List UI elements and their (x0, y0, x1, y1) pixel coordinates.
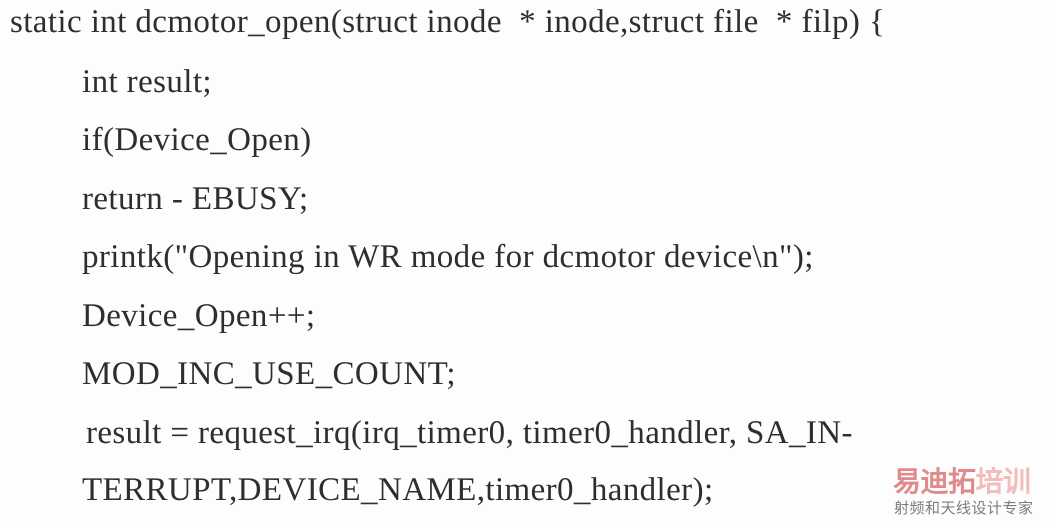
code-line: static int dcmotor_open(struct inode * i… (10, 4, 886, 40)
code-line: TERRUPT,DEVICE_NAME,timer0_handler); (82, 472, 714, 508)
watermark-brand-secondary: 培训 (975, 465, 1032, 498)
code-line: Device_Open++; (82, 298, 316, 334)
watermark-brand-primary: 易迪拓 (893, 465, 976, 498)
code-line: int result; (82, 64, 212, 100)
code-line: result = request_irq(irq_timer0, timer0_… (86, 415, 853, 451)
watermark-tagline: 射频和天线设计专家 (894, 499, 1034, 517)
code-line: printk("Opening in WR mode for dcmotor d… (82, 239, 814, 275)
watermark-brand: 易迪拓培训 (893, 466, 1031, 496)
watermark-logo: 易迪拓培训 射频和天线设计专家 (893, 466, 1051, 524)
code-line: if(Device_Open) (82, 122, 312, 158)
code-line: MOD_INC_USE_COUNT; (82, 356, 456, 392)
code-line: return - EBUSY; (82, 181, 309, 217)
